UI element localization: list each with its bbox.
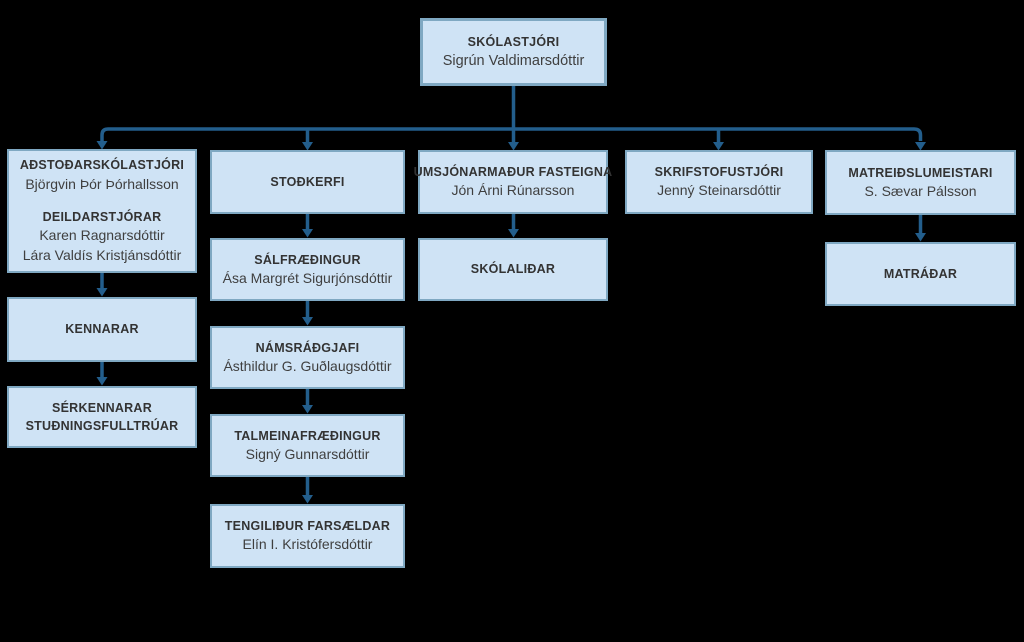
- node-skolalidar: SKÓLALIÐAR: [418, 238, 608, 301]
- node-name: Björgvin Þór Þórhallsson: [25, 175, 179, 192]
- c1-arrow2-head: [96, 377, 108, 386]
- c2-arrow1-head: [302, 229, 313, 238]
- node-name: Jenný Steinarsdóttir: [657, 182, 781, 199]
- node-title: NÁMSRÁÐGJAFI: [255, 340, 360, 355]
- c1-arrow1-head: [96, 288, 108, 297]
- node-title: MATRÁÐAR: [883, 266, 958, 281]
- node-title: TENGILIÐUR FARSÆLDAR: [224, 519, 391, 534]
- node-title: MATREIÐSLUMEISTARI: [848, 165, 993, 180]
- node-title: AÐSTOÐARSKÓLASTJÓRI: [19, 158, 185, 173]
- node-matradar: MATRÁÐAR: [825, 242, 1016, 306]
- c2-arrow4-head: [302, 495, 313, 504]
- c2-arrow3-head: [302, 405, 313, 414]
- node-name: Ásthildur G. Guðlaugsdóttir: [223, 357, 392, 374]
- node-title: SKÓLALIÐAR: [470, 262, 556, 277]
- node-salfraedingur: SÁLFRÆÐINGUR Ása Margrét Sigurjónsdóttir: [210, 238, 405, 301]
- node-serkennarar: SÉRKENNARAR STUÐNINGSFULLTRÚAR: [7, 386, 197, 448]
- node-skolastjori: SKÓLASTJÓRI Sigrún Valdimarsdóttir: [420, 18, 607, 86]
- distribution-bar: [100, 127, 923, 143]
- node-title: KENNARAR: [65, 322, 139, 337]
- node-title: SKÓLASTJÓRI: [467, 34, 560, 49]
- node-umsjonarmadur-fasteigna: UMSJÓNARMAÐUR FASTEIGNA Jón Árni Rúnarss…: [414, 150, 612, 214]
- node-title-line1: SÉRKENNARAR: [52, 400, 152, 415]
- node-skrifstofustjori: SKRIFSTOFUSTJÓRI Jenný Steinarsdóttir: [625, 150, 813, 214]
- node-title: TALMEINAFRÆÐINGUR: [234, 428, 381, 443]
- node-title: STOÐKERFI: [270, 174, 345, 189]
- c2-arrow2-head: [302, 317, 313, 326]
- node-namsradgjafi: NÁMSRÁÐGJAFI Ásthildur G. Guðlaugsdóttir: [210, 326, 405, 389]
- node-kennarar: KENNARAR: [7, 297, 197, 362]
- node-adstodarskolastjori: AÐSTOÐARSKÓLASTJÓRI Björgvin Þór Þórhall…: [7, 149, 197, 273]
- node-name-2: Karen Ragnarsdóttir: [39, 227, 165, 244]
- node-name: Jón Árni Rúnarsson: [451, 182, 575, 199]
- node-talmeinafraedingur: TALMEINAFRÆÐINGUR Signý Gunnarsdóttir: [210, 414, 405, 477]
- node-name: Ása Margrét Sigurjónsdóttir: [222, 269, 393, 286]
- node-title: SÁLFRÆÐINGUR: [254, 252, 361, 267]
- node-title-line2: STUÐNINGSFULLTRÚAR: [25, 419, 179, 433]
- node-name-3: Lára Valdís Kristjánsdóttir: [22, 246, 182, 263]
- node-stodkerfi: STOÐKERFI: [210, 150, 405, 214]
- node-name: Elín I. Kristófersdóttir: [242, 536, 373, 553]
- node-tengilidur-farsaeldar: TENGILIÐUR FARSÆLDAR Elín I. Kristófersd…: [210, 504, 405, 568]
- c5-arrow1-head: [915, 233, 926, 242]
- node-name: S. Sævar Pálsson: [864, 182, 977, 199]
- c3-arrow1-head: [508, 229, 519, 238]
- node-matreidslumeistari: MATREIÐSLUMEISTARI S. Sævar Pálsson: [825, 150, 1016, 215]
- node-title-2: DEILDARSTJÓRAR: [42, 210, 162, 225]
- node-title: SKRIFSTOFUSTJÓRI: [654, 165, 784, 180]
- node-name: Signý Gunnarsdóttir: [245, 445, 370, 462]
- node-title: UMSJÓNARMAÐUR FASTEIGNA: [413, 165, 613, 180]
- node-name: Sigrún Valdimarsdóttir: [442, 52, 585, 69]
